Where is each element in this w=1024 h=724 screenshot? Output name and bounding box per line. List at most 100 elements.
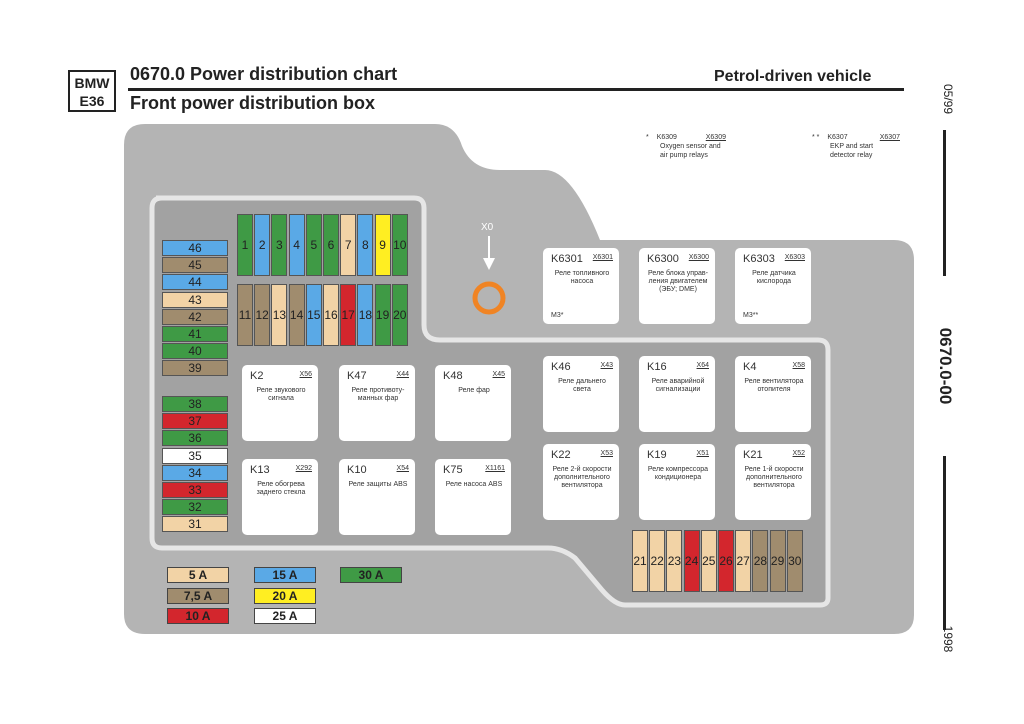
relay-connector: X44: [396, 371, 409, 378]
relay-marker: M3**: [743, 312, 759, 319]
relay-description: Реле 1-й скорости дополнительного вентил…: [744, 466, 804, 489]
fuse-17: 17: [340, 284, 357, 346]
relay-description: Реле датчика кислорода: [752, 270, 796, 285]
relay-name: K22: [551, 449, 571, 461]
legend-20-a: 20 A: [254, 588, 316, 604]
fuse-10: 10: [391, 214, 408, 276]
relay-description: Реле противоту- манных фар: [351, 387, 405, 402]
fuse-45: 45: [162, 257, 228, 274]
fuse-29: 29: [769, 530, 786, 592]
relay-name: K19: [647, 449, 667, 461]
relay-name: K21: [743, 449, 763, 461]
note-star: *: [646, 134, 649, 141]
fuse-37: 37: [162, 413, 228, 430]
note-line2: detector relay: [830, 152, 873, 159]
relay-connector: X43: [600, 362, 613, 369]
legend-25-a: 25 A: [254, 608, 316, 624]
relay-description: Реле компрессора кондиционера: [647, 466, 709, 481]
relay-name: K48: [443, 370, 463, 382]
fuse-32: 32: [162, 499, 228, 516]
fuse-6: 6: [323, 214, 339, 276]
relay-description: Реле аварийной сигнализации: [651, 378, 705, 393]
fuse-42: 42: [162, 308, 228, 325]
relay-description: Реле топливного насоса: [554, 270, 610, 285]
relay-description: Реле фар: [458, 387, 490, 394]
relay-connector: X58: [792, 362, 805, 369]
relay-name: K10: [347, 464, 367, 476]
fuse-36: 36: [162, 430, 228, 447]
note-line1: Oxygen sensor and: [660, 143, 721, 150]
relay-description: Реле насоса ABS: [445, 481, 503, 488]
fuse-11: 11: [237, 284, 253, 346]
fuse-15: 15: [305, 284, 322, 346]
note-conn: X6307: [879, 134, 900, 141]
note-conn: X6309: [705, 134, 726, 141]
relay-connector: X6303: [784, 254, 805, 261]
relay-connector: X51: [696, 450, 709, 457]
fuse-43: 43: [162, 291, 228, 308]
relay-name: K13: [250, 464, 270, 476]
fuse-14: 14: [288, 284, 305, 346]
relay-connector: X52: [792, 450, 805, 457]
relay-connector: X56: [299, 371, 312, 378]
badge-line-2: E36: [79, 93, 105, 109]
note-line1: EKP and start: [830, 143, 874, 150]
legend-5-a: 5 A: [167, 567, 229, 583]
relay-description: Реле дальнего света: [558, 378, 606, 393]
note-code: K6307: [827, 134, 848, 141]
relay-name: K75: [443, 464, 463, 476]
note-code: K6309: [656, 134, 677, 141]
relay-name: K4: [743, 361, 757, 373]
fuse-4: 4: [288, 214, 305, 276]
note-line2: air pump relays: [660, 152, 708, 159]
relay-connector: X54: [396, 465, 409, 472]
fuse-40: 40: [162, 343, 228, 360]
fuse-7: 7: [340, 214, 357, 276]
fuse-30: 30: [786, 530, 803, 592]
fuse-44: 44: [162, 274, 228, 291]
relay-name: K47: [347, 370, 367, 382]
fuse-9: 9: [374, 214, 391, 276]
fuse-19: 19: [374, 284, 391, 346]
fuse-12: 12: [254, 284, 271, 346]
relay-connector: X53: [600, 450, 613, 457]
relay-name: K6303: [743, 253, 775, 265]
relay-description: Реле 2-й скорости дополнительного вентил…: [552, 466, 612, 489]
fuse-41: 41: [162, 326, 228, 342]
page-subtitle: Front power distribution box: [130, 93, 375, 113]
legend-7-5-a: 7,5 A: [167, 588, 229, 604]
fuse-18: 18: [357, 284, 374, 346]
fuse-39: 39: [162, 360, 228, 377]
fuse-25: 25: [700, 530, 717, 592]
x0-connector-ring: [472, 281, 506, 315]
x0-label: X0: [481, 222, 494, 233]
fuse-16: 16: [323, 284, 339, 346]
relay-connector: X1161: [485, 465, 505, 472]
relay-name: K46: [551, 361, 571, 373]
fuse-24: 24: [683, 530, 700, 592]
relay-name: K6301: [551, 253, 583, 265]
legend-30-a: 30 A: [340, 567, 402, 583]
fuse-28: 28: [752, 530, 769, 592]
fuse-1: 1: [237, 214, 253, 276]
relay-connector: X6301: [592, 254, 613, 261]
relay-description: Реле звукового сигнала: [256, 387, 306, 402]
note-k6307: * * K6307 X6307 EKP and start detector r…: [812, 133, 900, 160]
fuse-26: 26: [718, 530, 734, 592]
relay-description: Реле обогрева заднего стекла: [256, 481, 306, 496]
fuse-22: 22: [649, 530, 666, 592]
fuse-8: 8: [357, 214, 374, 276]
note-star: * *: [812, 134, 820, 141]
relay-name: K6300: [647, 253, 679, 265]
fuse-2: 2: [254, 214, 271, 276]
fuse-13: 13: [271, 284, 288, 346]
